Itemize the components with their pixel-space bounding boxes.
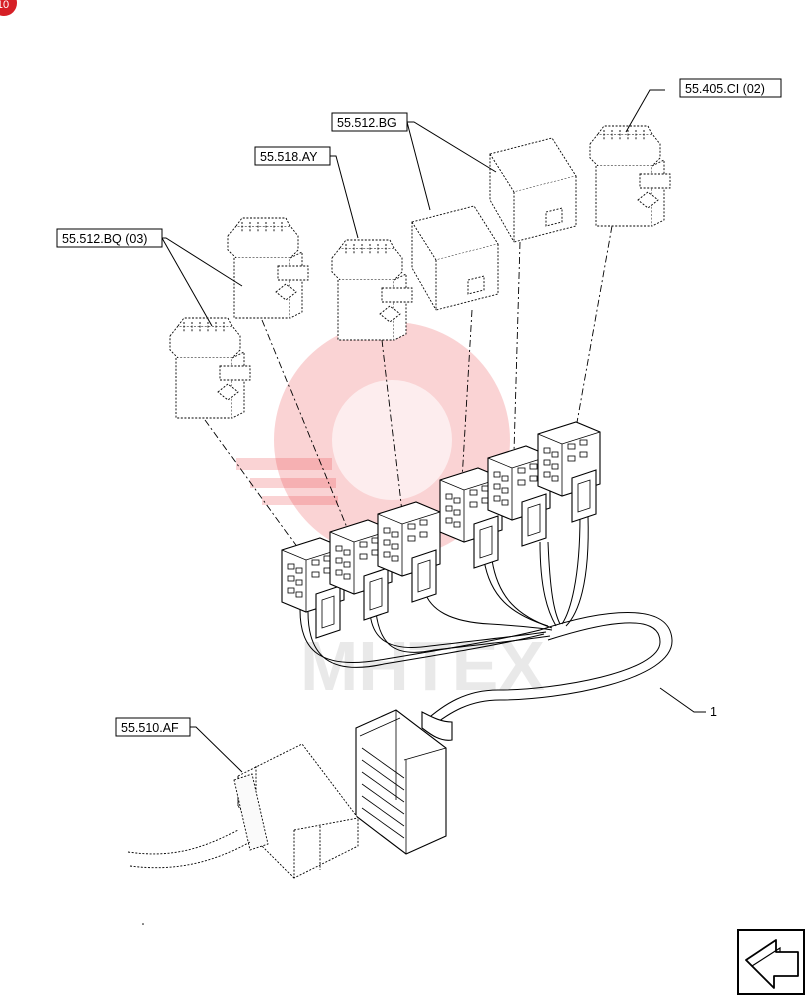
callout-55-510-af: 55.510.AF	[115, 717, 191, 737]
stray-dot	[142, 923, 144, 925]
blank-plug-2	[489, 137, 577, 243]
dash-leaders	[204, 225, 613, 549]
callout-55-518-ay: 55.518.AY	[254, 146, 331, 166]
svg-text:55.518.AY: 55.518.AY	[260, 150, 318, 164]
next-page-arrow-icon[interactable]	[737, 929, 805, 995]
svg-text:55.510.AF: 55.510.AF	[121, 721, 179, 735]
corner-badge: 10	[0, 0, 17, 16]
rocker-switch-3	[331, 239, 413, 341]
callout-55-512-bq: 55.512.BQ (03)	[56, 228, 163, 248]
rocker-switch-4	[589, 125, 671, 227]
svg-text:55.512.BG: 55.512.BG	[337, 116, 397, 130]
svg-text:55.512.BQ (03): 55.512.BQ (03)	[62, 232, 147, 246]
svg-text:10: 10	[0, 0, 9, 11]
rocker-switch-1	[169, 317, 251, 419]
mating-plug	[127, 743, 359, 879]
watermark-text: MHTEX	[300, 627, 545, 705]
harness-wires	[299, 515, 673, 729]
callout-item-1: 1	[710, 705, 717, 719]
rocker-switch-2	[227, 217, 309, 319]
blank-plug-1	[411, 205, 499, 311]
harness-main-plug	[355, 709, 453, 855]
watermark-gear	[236, 322, 510, 558]
callout-leaders	[161, 89, 706, 773]
callout-55-512-bg: 55.512.BG	[331, 112, 408, 132]
svg-text:55.405.CI (02): 55.405.CI (02)	[685, 82, 765, 96]
callout-55-405-ci: 55.405.CI (02)	[679, 78, 782, 98]
